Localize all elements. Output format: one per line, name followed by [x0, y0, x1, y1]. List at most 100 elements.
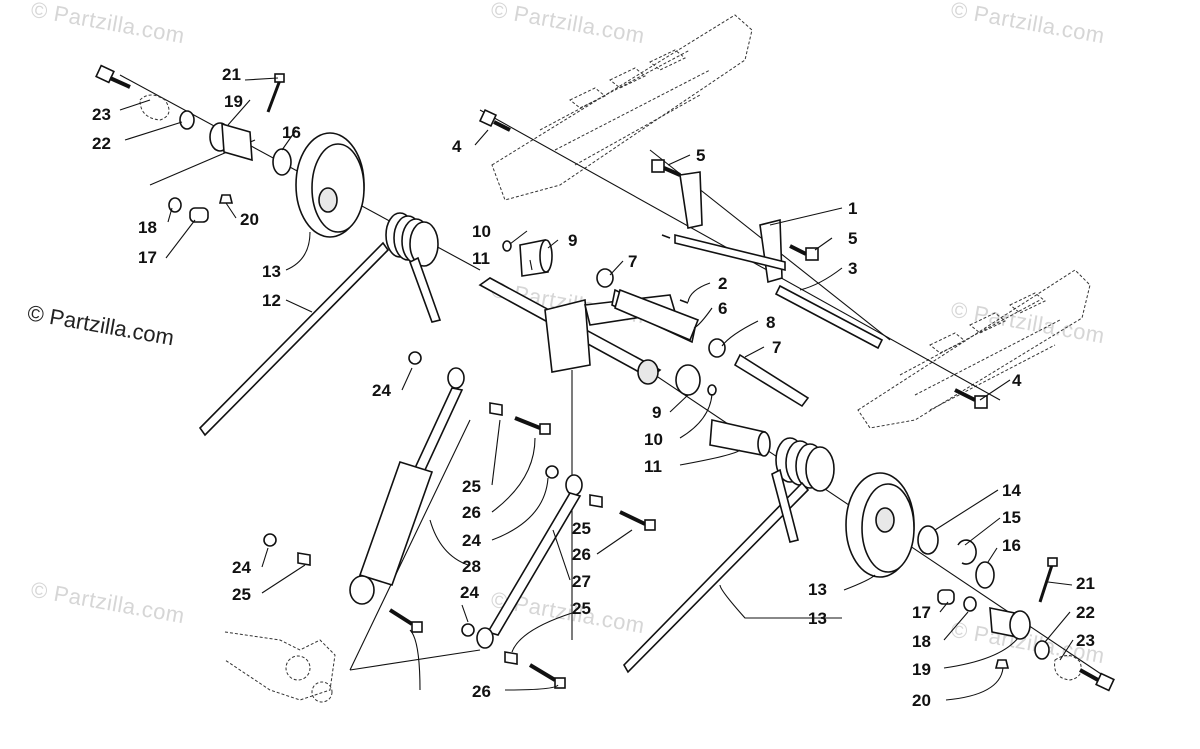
shock-28: [349, 367, 465, 605]
callout-20-left: 20: [240, 210, 259, 229]
callout-9-top: 9: [568, 231, 577, 250]
bushing-7-top: [596, 268, 614, 288]
callout-18-left: 18: [138, 218, 157, 237]
tube-11-bottom: [709, 419, 771, 457]
bracket-1: [674, 171, 786, 284]
bolt-4-top: [478, 108, 511, 132]
nut-24-bottom: [461, 623, 475, 637]
spacer-25-right: [589, 494, 603, 508]
callout-13-right-drawn: 13: [808, 580, 827, 599]
callout-5-right: 5: [848, 229, 857, 248]
spring-12-right: [623, 437, 835, 674]
callout-23-right: 23: [1076, 631, 1095, 650]
callout-14: 14: [1002, 481, 1021, 500]
callout-11-top: 11: [472, 249, 490, 268]
clamp-19-right: [989, 607, 1031, 640]
spring-12-left: [198, 212, 442, 437]
bolt-23-right: [1079, 668, 1115, 692]
bushing-7-bottom: [708, 338, 726, 358]
callout-17-left: 17: [138, 248, 157, 267]
link-27: [476, 465, 583, 649]
callout-12-left: 12: [262, 291, 281, 310]
callout-7-top: 7: [628, 252, 637, 271]
callout-21-left: 21: [222, 65, 241, 84]
callout-10-bottom: 10: [644, 430, 663, 449]
bolt-26-top: [514, 416, 551, 435]
callout-7-right: 8: [766, 313, 775, 332]
callout-26-a: 26: [462, 503, 481, 522]
clip-15: [957, 539, 977, 565]
pin-17-18-right: [937, 589, 977, 612]
callout-4-top: 4: [452, 137, 462, 156]
callout-24-d: 24: [460, 583, 479, 602]
cap-22-left: [139, 94, 195, 130]
rail-outline-top: [491, 14, 753, 201]
bearing-16-left: [272, 148, 292, 176]
bolt-23-left: [95, 64, 131, 89]
callout-28: 28: [462, 557, 481, 576]
callout-17-right: 17: [912, 603, 931, 622]
callout-13-left: 13: [262, 262, 281, 281]
callout-20-r: 20: [912, 691, 931, 710]
callout-27: 27: [572, 572, 591, 591]
callout-19-r: 19: [912, 660, 931, 679]
callout-9-bottom: 9: [652, 403, 661, 422]
callout-18-right: 18: [912, 632, 931, 651]
wheel-13-right: [845, 472, 915, 578]
callout-16-left: 16: [282, 123, 301, 142]
callout-16-right: 16: [1002, 536, 1021, 555]
callout-6: 6: [718, 299, 727, 318]
rail-outline-bottom: [857, 269, 1091, 429]
callout-1: 1: [848, 199, 857, 218]
bolt-5-right: [789, 244, 819, 261]
callout-10-top: 10: [472, 222, 491, 241]
callout-2: 2: [718, 274, 727, 293]
callout-25-a: 25: [462, 477, 481, 496]
bolt-21-left: [266, 73, 285, 113]
wheel-13-left: [295, 132, 365, 238]
callout-21-right: 21: [1076, 574, 1095, 593]
rocker-arm-center: [478, 277, 696, 385]
tube-6: [614, 288, 700, 342]
callout-25-c: 25: [232, 585, 251, 604]
callout-24-b: 24: [462, 531, 481, 550]
shaft-8: [733, 353, 810, 408]
pin-17-18-left: [168, 197, 209, 223]
callout-23-left: 23: [92, 105, 111, 124]
bolt-4-right: [954, 388, 988, 409]
bearing-16-right: [975, 561, 995, 589]
pin-2: [661, 234, 689, 304]
callout-24-c: 24: [232, 558, 251, 577]
frame-outline-lower-left: [224, 631, 336, 703]
callout-22-left: 22: [92, 134, 111, 153]
bolt-26-bottom: [528, 663, 566, 689]
nut-20-left: [218, 194, 234, 204]
callout-12-right: 13: [808, 609, 827, 628]
cap-22-right: [1034, 640, 1082, 681]
bolt-26-right: [619, 510, 656, 531]
callout-22-right: 22: [1076, 603, 1095, 622]
ring-10-bottom: [707, 384, 717, 396]
callout-labels: 21 19 23 22 16 18 20 17 13 12 4 5 1 10 9…: [92, 65, 1095, 710]
bolt-26-lower: [388, 608, 423, 633]
callout-26-b: 26: [572, 545, 591, 564]
spacer-25-bottom: [504, 651, 518, 665]
leader-lines: [119, 77, 1074, 701]
callout-24-top: 24: [372, 381, 391, 400]
callout-15: 15: [1002, 508, 1021, 527]
callout-11-bottom: 11: [644, 457, 662, 476]
callout-5-top: 5: [696, 146, 705, 165]
ring-10-top: [502, 240, 512, 252]
bearing-14: [917, 525, 939, 555]
spacer-9-top: [519, 239, 553, 277]
callout-19-left: 19: [224, 92, 243, 111]
callout-8: 7: [772, 338, 781, 357]
clamp-19-left: [209, 122, 253, 162]
spacer-9-bottom: [675, 364, 701, 396]
callout-3: 3: [848, 259, 857, 278]
bolt-5-left: [651, 159, 681, 177]
spacer-25-left: [297, 552, 311, 566]
nut-20-right: [994, 659, 1010, 669]
callout-25-b: 25: [572, 519, 591, 538]
